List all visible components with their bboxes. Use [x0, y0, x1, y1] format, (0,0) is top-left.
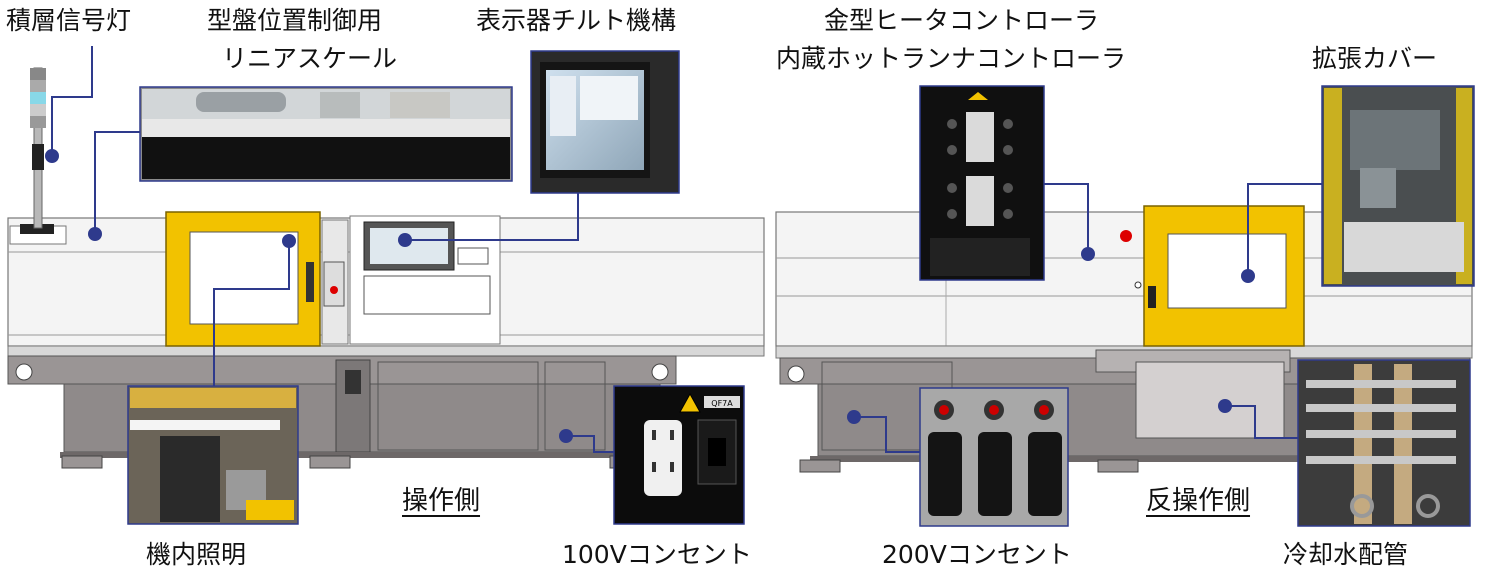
callout-leaders	[51, 46, 1322, 453]
label-stack-light: 積層信号灯	[6, 6, 132, 35]
label-mold-heater-1: 金型ヒータコントローラ	[824, 6, 1100, 35]
outlet-200v-photo	[919, 387, 1069, 527]
dot-outlet-200v	[847, 410, 861, 424]
label-display-tilt: 表示器チルト機構	[476, 6, 677, 35]
label-interior-light: 機内照明	[146, 540, 247, 569]
dot-cooling-water	[1218, 399, 1232, 413]
outlet-100v-photo: QF7A	[613, 385, 745, 525]
linear-scale-photo	[139, 86, 513, 182]
leader-outlet-200v	[854, 416, 920, 453]
breaker-tag: QF7A	[711, 399, 733, 408]
expansion-cover-photo	[1321, 85, 1475, 287]
leader-stack-light	[51, 46, 93, 156]
label-linear-scale-1: 型盤位置制御用	[207, 6, 383, 35]
callout-dots	[45, 149, 1255, 443]
label-outlet-100v: 100Vコンセント	[562, 540, 752, 569]
label-outlet-200v: 200Vコンセント	[882, 540, 1072, 569]
label-cooling-water: 冷却水配管	[1283, 540, 1409, 569]
label-operator-side: 操作側	[402, 486, 481, 516]
leader-linear-scale	[94, 131, 140, 234]
label-linear-scale-2: リニアスケール	[222, 44, 398, 73]
heater-controller-photo	[919, 85, 1045, 281]
dot-interior-light	[282, 234, 296, 248]
leader-cooling-water	[1225, 405, 1298, 439]
dot-outlet-100v	[559, 429, 573, 443]
dot-display-tilt	[398, 233, 412, 247]
dot-heater	[1081, 247, 1095, 261]
dot-linear-scale	[88, 227, 102, 241]
label-non-operator-side: 反操作側	[1146, 486, 1251, 516]
dot-expansion-cover	[1241, 269, 1255, 283]
cooling-water-photo	[1297, 359, 1471, 527]
leader-interior-light	[213, 241, 290, 386]
interior-light-photo	[127, 385, 299, 525]
leader-expansion-cover	[1247, 183, 1322, 276]
leader-display-tilt	[405, 193, 579, 241]
leader-heater	[1044, 183, 1089, 254]
display-tilt-photo	[530, 50, 680, 194]
leader-outlet-100v	[566, 435, 614, 453]
dot-stack-light	[45, 149, 59, 163]
label-expansion-cover: 拡張カバー	[1312, 44, 1438, 73]
label-mold-heater-2: 内蔵ホットランナコントローラ	[776, 44, 1127, 73]
